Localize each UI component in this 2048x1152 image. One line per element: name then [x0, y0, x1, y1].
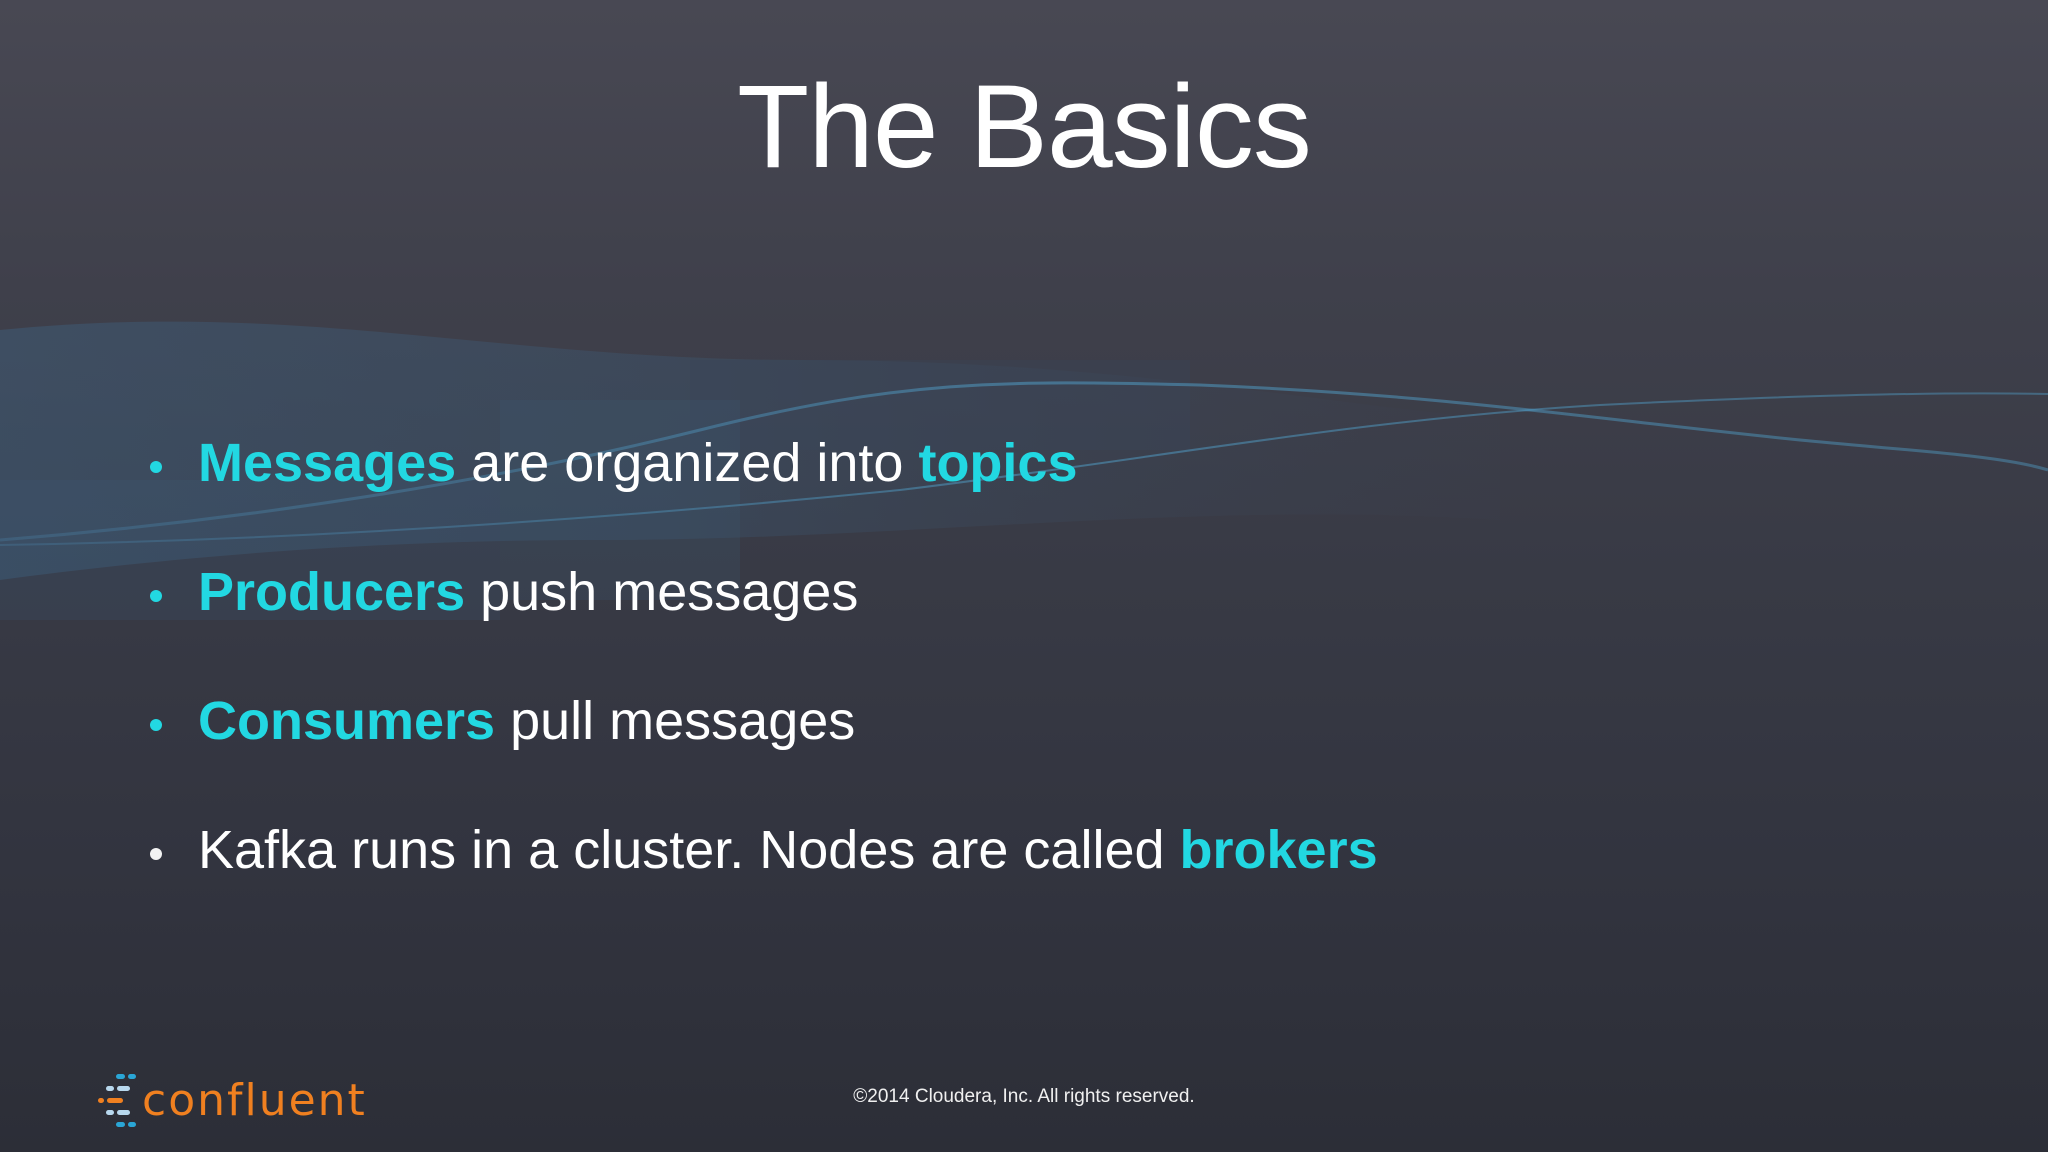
- bullet-text: are organized into: [456, 433, 919, 493]
- confluent-stream-icon: [96, 1068, 140, 1132]
- bullet-item-consumers: Consumers pull messages: [150, 686, 855, 756]
- bullet-dot-icon: [150, 848, 162, 860]
- term-messages: Messages: [198, 433, 457, 493]
- slide-title: The Basics: [737, 61, 1312, 193]
- copyright-footer: ©2014 Cloudera, Inc. All rights reserved…: [853, 1086, 1195, 1107]
- bullet-text: push messages: [465, 562, 859, 622]
- bullet-text: Kafka runs in a cluster. Nodes are calle…: [198, 820, 1180, 880]
- bullet-item-producers: Producers push messages: [150, 557, 858, 627]
- bullet-item-brokers: Kafka runs in a cluster. Nodes are calle…: [150, 815, 1378, 885]
- bullet-dot-icon: [150, 590, 162, 602]
- bullet-dot-icon: [150, 461, 162, 473]
- bullet-text: pull messages: [495, 691, 856, 751]
- logo-wordmark: confluent: [142, 1074, 367, 1126]
- term-topics: topics: [918, 433, 1078, 493]
- term-brokers: brokers: [1179, 820, 1378, 880]
- term-producers: Producers: [198, 562, 466, 622]
- term-consumers: Consumers: [198, 691, 496, 751]
- bullet-dot-icon: [150, 719, 162, 731]
- confluent-logo: confluent: [96, 1068, 367, 1132]
- bullet-item-messages: Messages are organized into topics: [150, 428, 1078, 498]
